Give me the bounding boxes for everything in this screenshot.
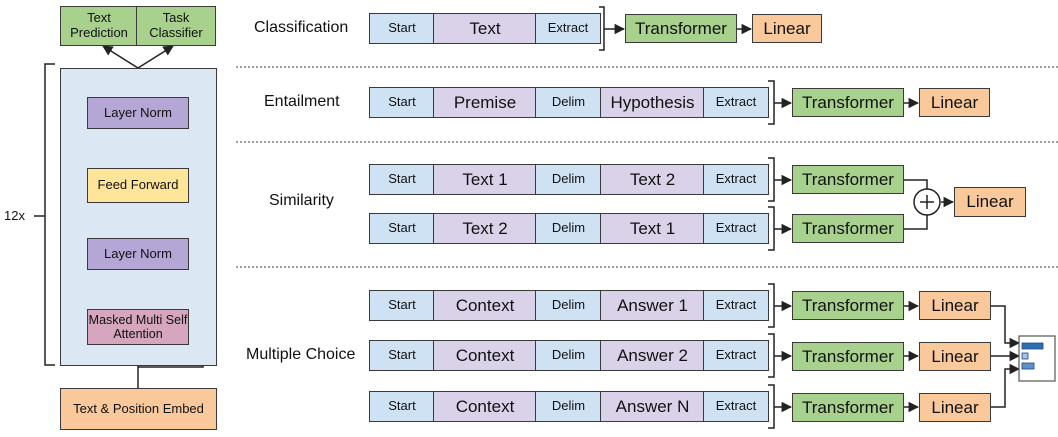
token-text-1: Text 1 bbox=[600, 213, 705, 244]
token-start: Start bbox=[369, 13, 435, 44]
token-premise: Premise bbox=[433, 87, 537, 118]
token-extract: Extract bbox=[703, 213, 769, 244]
transformer-box: Transformer bbox=[792, 393, 904, 422]
token-answer-2: Answer 2 bbox=[600, 340, 705, 371]
linear-box: Linear bbox=[954, 187, 1026, 217]
transformer-box: Transformer bbox=[792, 214, 904, 243]
token-text: Text bbox=[433, 13, 537, 44]
repeat-label: 12x bbox=[4, 208, 25, 223]
token-text-2: Text 2 bbox=[433, 213, 537, 244]
token-start: Start bbox=[369, 87, 435, 118]
token-extract: Extract bbox=[703, 164, 769, 195]
task-label-similarity: Similarity bbox=[269, 192, 334, 209]
task-label-multiple-choice: Multiple Choice bbox=[246, 346, 356, 363]
token-text-2: Text 2 bbox=[600, 164, 705, 195]
token-delim: Delim bbox=[535, 164, 602, 195]
transformer-box: Transformer bbox=[625, 14, 737, 43]
token-context: Context bbox=[433, 391, 537, 422]
token-extract: Extract bbox=[703, 87, 769, 118]
head-task-classifier: Task Classifier bbox=[136, 6, 216, 46]
token-answer-1: Answer 1 bbox=[600, 290, 705, 321]
token-delim: Delim bbox=[535, 340, 602, 371]
layer-norm-bottom: Layer Norm bbox=[87, 238, 189, 270]
token-hypothesis: Hypothesis bbox=[600, 87, 705, 118]
token-context: Context bbox=[433, 290, 537, 321]
feed-forward: Feed Forward bbox=[87, 168, 189, 203]
token-answer-n: Answer N bbox=[600, 391, 705, 422]
token-start: Start bbox=[369, 340, 435, 371]
linear-box: Linear bbox=[919, 393, 991, 422]
token-delim: Delim bbox=[535, 213, 602, 244]
token-text-1: Text 1 bbox=[433, 164, 537, 195]
token-start: Start bbox=[369, 290, 435, 321]
transformer-box: Transformer bbox=[792, 342, 904, 371]
token-extract: Extract bbox=[703, 340, 769, 371]
linear-box: Linear bbox=[919, 342, 991, 371]
token-start: Start bbox=[369, 164, 435, 195]
token-delim: Delim bbox=[535, 391, 602, 422]
layer-norm-top: Layer Norm bbox=[87, 97, 189, 129]
softmax-output-icon bbox=[1018, 335, 1056, 382]
linear-box: Linear bbox=[919, 88, 990, 117]
transformer-box: Transformer bbox=[792, 165, 904, 194]
transformer-box: Transformer bbox=[792, 291, 904, 320]
separator bbox=[236, 141, 1058, 143]
separator bbox=[236, 66, 1058, 68]
token-delim: Delim bbox=[535, 87, 602, 118]
token-start: Start bbox=[369, 391, 435, 422]
transformer-box: Transformer bbox=[792, 88, 904, 117]
token-extract: Extract bbox=[703, 290, 769, 321]
token-delim: Delim bbox=[535, 290, 602, 321]
head-text-prediction: Text Prediction bbox=[60, 6, 138, 46]
token-start: Start bbox=[369, 213, 435, 244]
text-position-embed: Text & Position Embed bbox=[60, 388, 217, 430]
separator bbox=[236, 266, 1058, 268]
token-extract: Extract bbox=[535, 13, 601, 44]
linear-box: Linear bbox=[752, 14, 822, 43]
task-label-classification: Classification bbox=[254, 19, 349, 36]
token-context: Context bbox=[433, 340, 537, 371]
token-extract: Extract bbox=[703, 391, 769, 422]
task-label-entailment: Entailment bbox=[264, 93, 340, 110]
repeat-bracket bbox=[44, 63, 55, 366]
linear-box: Linear bbox=[919, 291, 991, 320]
masked-self-attention: Masked Multi Self Attention bbox=[87, 309, 189, 345]
